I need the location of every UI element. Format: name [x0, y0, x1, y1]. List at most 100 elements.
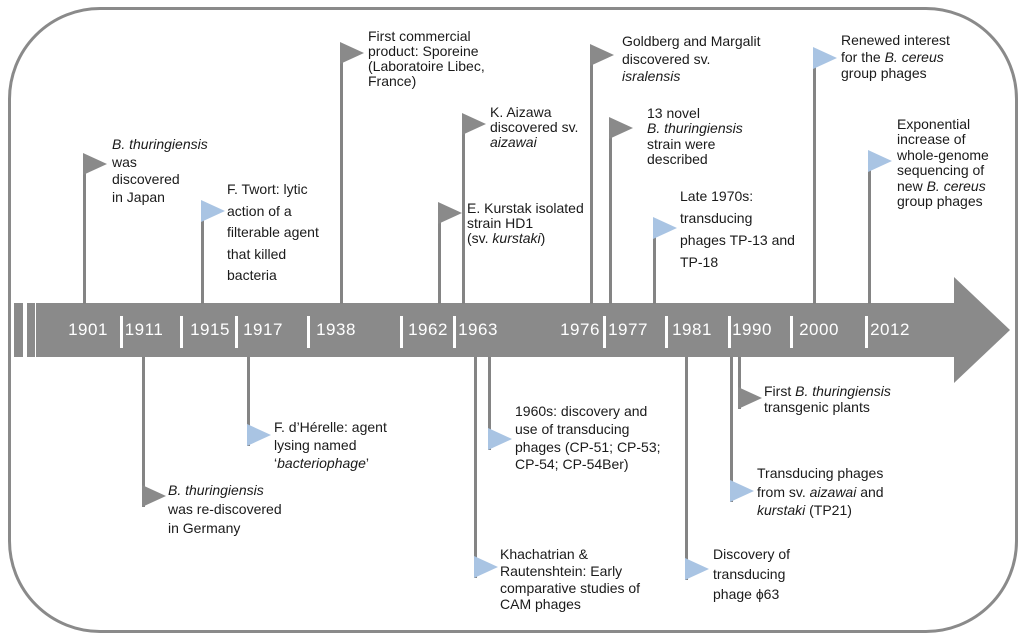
year-tick-5	[453, 316, 456, 348]
event-note-line: F. Twort: lytic	[227, 179, 319, 201]
event-note-line: discovered sv.	[622, 51, 761, 69]
year-tick-2	[235, 316, 238, 348]
text-run: and	[856, 483, 884, 500]
event-note-line: was re-discovered	[168, 500, 282, 519]
italic-text-run: aizawai	[809, 483, 857, 500]
italic-text-run: B. thuringiensis	[112, 136, 208, 152]
event-note-line: 13 novel	[647, 105, 743, 121]
text-run: First	[764, 383, 796, 399]
text-run: Goldberg and Margalit	[622, 33, 761, 49]
italic-text-run: isralensis	[622, 68, 681, 84]
event-note-line: transducing	[680, 207, 795, 229]
event-note-line: Renewed interest	[841, 32, 950, 49]
italic-text-run: bacteriophage	[277, 454, 366, 471]
year-tick-6	[603, 316, 606, 348]
event-flag-icon-twort-lytic-agent	[201, 200, 225, 222]
event-stem-phi63-discovery	[685, 357, 688, 580]
year-label-2012: 2012	[870, 320, 910, 339]
event-stem-tp13-tp18-phages	[653, 219, 656, 304]
event-flag-icon-tp21-transducing-phages	[730, 480, 754, 502]
text-run: lysing named	[274, 436, 357, 453]
text-run: sequencing of	[897, 162, 985, 179]
italic-text-run: B. cereus	[884, 48, 944, 65]
event-note-line: (Laboratoire Libec,	[368, 59, 485, 74]
event-flag-icon-sporeine-first-product	[340, 42, 364, 64]
event-note-line: described	[647, 150, 743, 167]
event-note-line: for the B. cereus	[841, 49, 950, 66]
year-label-1938: 1938	[316, 320, 356, 339]
event-flag-icon-dherelle-bacteriophage	[247, 424, 271, 446]
text-run: TP-18	[680, 254, 719, 270]
year-label-1917: 1917	[243, 320, 283, 339]
text-run: Khachatrian &	[500, 546, 588, 562]
event-stem-twort-lytic-agent	[201, 202, 204, 304]
year-label-1901: 1901	[68, 320, 108, 339]
event-flag-icon-khachatrian-cam-phages	[474, 556, 498, 578]
event-note-line: increase of	[897, 132, 989, 147]
year-label-1963: 1963	[458, 320, 498, 339]
event-stem-goldberg-margalit-isralensis	[590, 46, 593, 304]
event-note-line: CAM phages	[500, 596, 640, 613]
event-note-line: whole-genome	[897, 147, 989, 163]
event-note-line: transgenic plants	[764, 399, 891, 415]
year-label-1962: 1962	[408, 320, 448, 339]
event-note-line: phages (CP-51; CP-53;	[515, 439, 661, 457]
event-flag-icon-renewed-interest-cereus	[813, 47, 837, 69]
text-run: (Laboratoire Libec,	[368, 58, 485, 74]
event-note-line: Khachatrian &	[500, 546, 640, 563]
text-run: described	[647, 150, 708, 167]
year-tick-7	[665, 316, 668, 348]
event-flag-icon-first-transgenic-plants	[738, 387, 762, 409]
text-run: Late 1970s:	[680, 188, 754, 204]
text-run: France)	[368, 73, 417, 89]
text-run: strain HD1	[467, 215, 534, 231]
timeline-bar	[36, 303, 956, 357]
italic-text-run: aizawai	[490, 134, 537, 150]
text-run: Renewed interest	[841, 32, 950, 48]
year-tick-8	[728, 316, 731, 348]
event-note-line: phages TP-13 and	[680, 229, 795, 251]
text-run: )	[540, 230, 546, 246]
text-run: phages TP-13 and	[680, 232, 795, 248]
year-tick-0	[120, 316, 123, 348]
text-run: new	[897, 177, 927, 194]
timeline-break-segment-1	[14, 303, 23, 357]
event-note-line: F. d’Hérelle: agent	[274, 419, 387, 437]
text-run: (sv.	[467, 230, 493, 246]
event-note-line: K. Aizawa	[490, 105, 578, 120]
text-run: K. Aizawa	[490, 104, 552, 120]
event-note-line: discovered	[112, 171, 208, 189]
year-label-1976: 1976	[560, 320, 600, 339]
event-note-line: CP-54; CP-54Ber)	[515, 456, 661, 474]
event-note-line: bacteria	[227, 265, 319, 287]
event-note-line: phage ϕ63	[713, 584, 790, 604]
italic-text-run: B. thuringiensis	[647, 120, 743, 137]
text-run: action of a	[227, 202, 292, 219]
event-stem-wgs-exponential-increase	[868, 152, 871, 304]
event-stem-first-transgenic-plants	[738, 357, 741, 409]
text-run: (TP21)	[805, 502, 852, 518]
event-flag-icon-phi63-discovery	[685, 558, 709, 580]
event-flag-icon-aizawa-aizawai	[462, 113, 486, 135]
italic-text-run: B. thuringiensis	[168, 482, 264, 498]
figure-rounded-border	[8, 7, 1018, 633]
event-note-line: group phages	[841, 65, 950, 82]
year-tick-4	[400, 316, 403, 348]
year-tick-1	[180, 316, 183, 348]
text-run: in Germany	[168, 520, 241, 536]
event-flag-icon-kurstak-hd1	[438, 202, 462, 224]
text-run: in Japan	[112, 188, 165, 205]
text-run: increase of	[897, 131, 966, 148]
event-note-line: new B. cereus	[897, 177, 989, 194]
event-stem-sporeine-first-product	[340, 44, 343, 304]
